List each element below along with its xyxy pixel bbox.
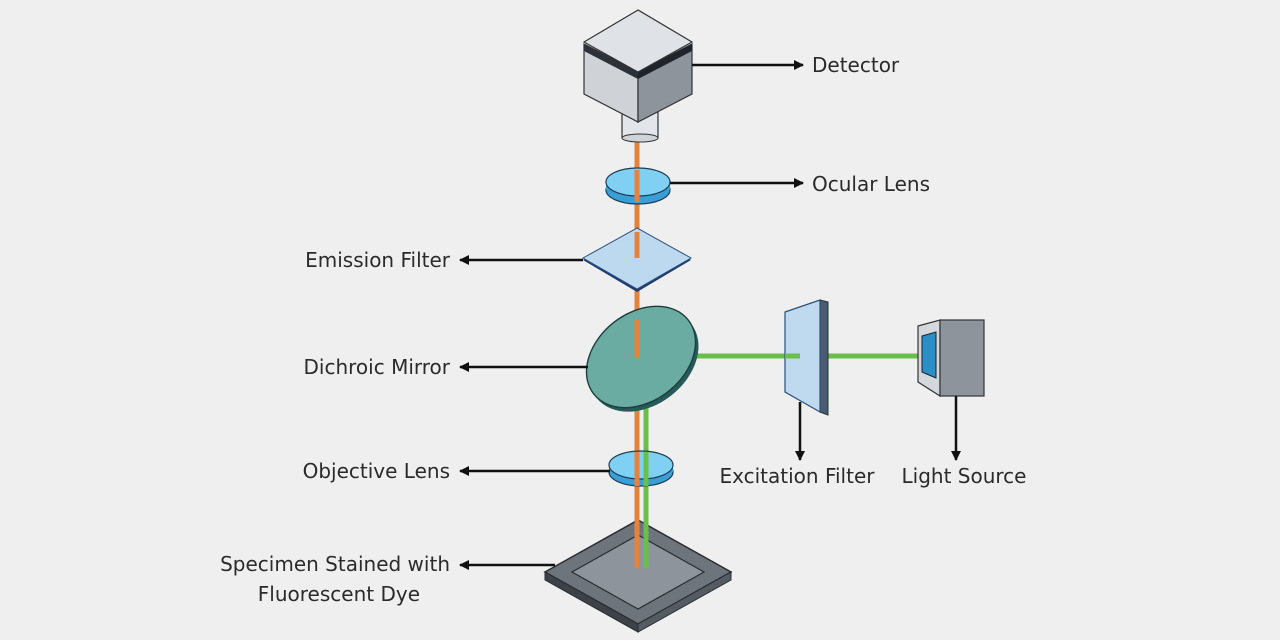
- leader-arrows: [459, 60, 961, 570]
- detector-label: Detector: [812, 53, 900, 77]
- ocular-lens-label: Ocular Lens: [812, 172, 930, 196]
- specimen-label-line2: Fluorescent Dye: [258, 582, 420, 606]
- light-source: [917, 319, 985, 398]
- dichroic-mirror: [585, 305, 699, 412]
- emission-filter: [581, 227, 693, 292]
- excitation-filter-label: Excitation Filter: [720, 464, 876, 488]
- objective-lens: [608, 450, 674, 487]
- light-source-label: Light Source: [902, 464, 1027, 488]
- objective-lens-label: Objective Lens: [303, 459, 450, 483]
- specimen-stage: [543, 519, 733, 633]
- dichroic-mirror-label: Dichroic Mirror: [304, 355, 451, 379]
- detector-camera: [582, 9, 694, 143]
- excitation-filter: [784, 299, 829, 416]
- specimen-label-line1: Specimen Stained with: [220, 552, 450, 576]
- emission-filter-label: Emission Filter: [305, 248, 451, 272]
